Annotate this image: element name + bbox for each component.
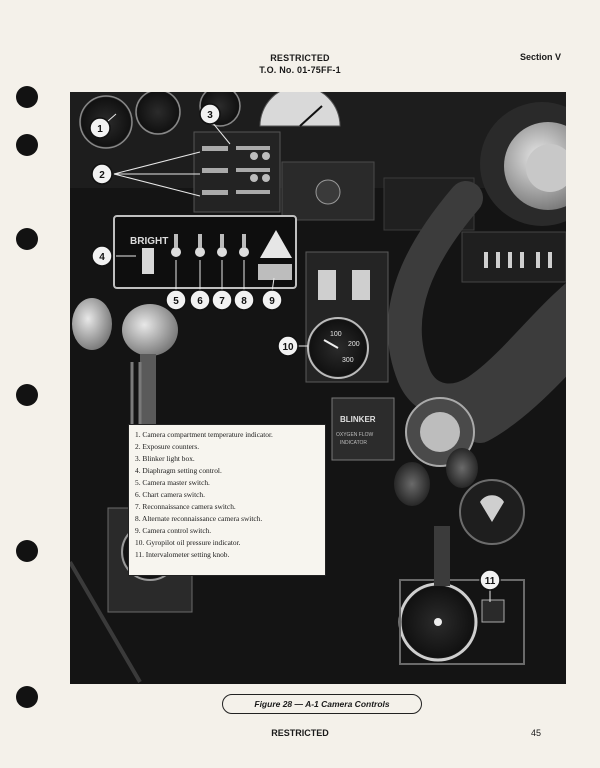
bright-label: BRIGHT — [130, 236, 168, 247]
callout-6: 6 — [197, 296, 203, 307]
legend-item: 3. Blinker light box. — [135, 454, 195, 463]
gauge-scale-100: 100 — [330, 331, 342, 338]
blinker-label: BLINKER — [340, 415, 376, 424]
header-classification: RESTRICTED — [270, 53, 330, 63]
figure-caption: Figure 28 — A-1 Camera Controls — [222, 694, 422, 714]
callout-8: 8 — [241, 296, 247, 307]
page-number: 45 — [531, 728, 542, 738]
page-header: RESTRICTED T.O. No. 01-75FF-1 — [0, 52, 600, 76]
callout-1: 1 — [97, 124, 103, 135]
legend-item: 9. Camera control switch. — [135, 526, 212, 535]
legend-box: 1. Camera compartment temperature indica… — [128, 424, 326, 576]
callout-2: 2 — [99, 170, 105, 181]
gauge-scale-300: 300 — [342, 357, 354, 364]
footer-classification: RESTRICTED — [271, 728, 329, 738]
callout-11: 11 — [485, 576, 496, 587]
cockpit-photo-drawing: BRIGHT 100 200 300 BLINKER OXYGEN FLOW I… — [70, 92, 566, 684]
legend-item: 1. Camera compartment temperature indica… — [135, 430, 273, 439]
callout-4: 4 — [99, 252, 105, 263]
callout-9: 9 — [269, 296, 275, 307]
indicator-label: INDICATOR — [340, 440, 367, 446]
legend-item: 5. Camera master switch. — [135, 478, 210, 487]
legend-item: 2. Exposure counters. — [135, 442, 200, 451]
callout-7: 7 — [219, 296, 225, 307]
callout-3: 3 — [207, 110, 213, 121]
oxygen-flow-label: OXYGEN FLOW — [336, 432, 374, 438]
legend-item: 4. Diaphragm setting control. — [135, 466, 222, 475]
callout-10: 10 — [282, 342, 294, 353]
gauge-scale-200: 200 — [348, 341, 360, 348]
binder-hole — [16, 228, 38, 250]
callout-5: 5 — [173, 296, 179, 307]
legend-item: 8. Alternate reconnaissance camera switc… — [135, 514, 263, 523]
section-label: Section V — [520, 52, 562, 62]
legend-list: 1. Camera compartment temperature indica… — [135, 429, 319, 561]
binder-hole — [16, 540, 38, 562]
cockpit-photo: BRIGHT 100 200 300 BLINKER OXYGEN FLOW I… — [70, 92, 566, 684]
header-tech-order: T.O. No. 01-75FF-1 — [259, 65, 341, 75]
legend-item: 10. Gyropilot oil pressure indicator. — [135, 538, 241, 547]
legend-item: 6. Chart camera switch. — [135, 490, 205, 499]
binder-hole — [16, 686, 38, 708]
legend-item: 11. Intervalometer setting knob. — [135, 550, 230, 559]
binder-hole — [16, 134, 38, 156]
binder-hole — [16, 86, 38, 108]
binder-hole — [16, 384, 38, 406]
legend-item: 7. Reconnaissance camera switch. — [135, 502, 236, 511]
